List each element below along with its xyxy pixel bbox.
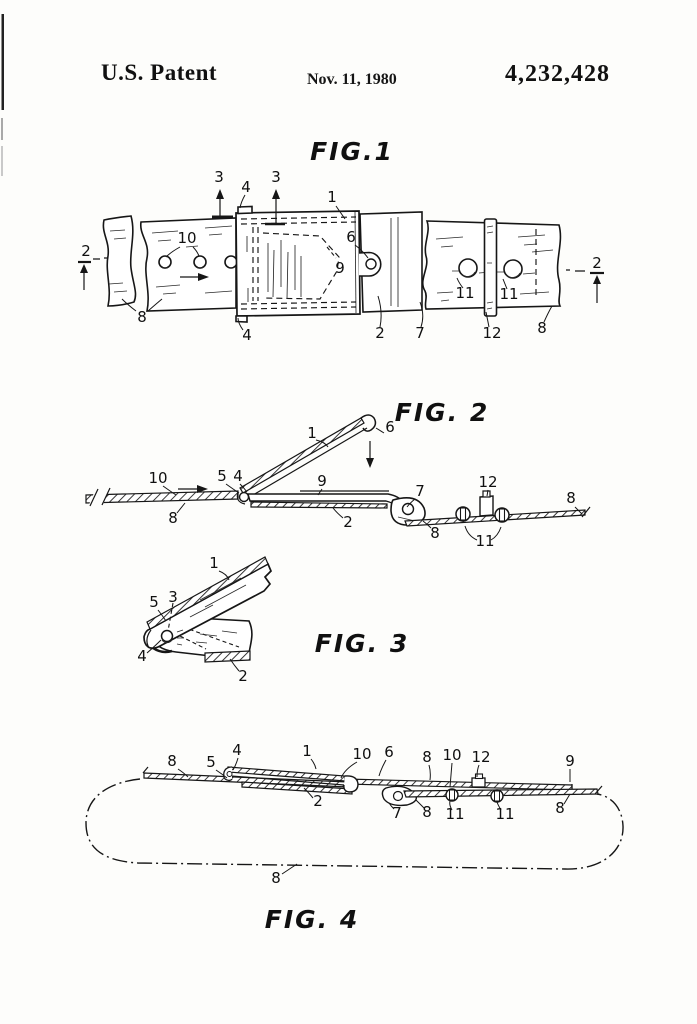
fig2-ref-base-plate: 2 (343, 513, 353, 531)
figure-1: FIG.1 (78, 137, 604, 344)
fig4-ref-belt-under: 8 (422, 803, 432, 821)
fig4-ref-hinge: 4 (232, 741, 242, 759)
fig1-ref-belt-left: 8 (137, 308, 147, 326)
fig1-belt-left (140, 217, 238, 312)
fig4-ref-nose: 5 (206, 753, 216, 771)
fig1-ref-sec2-right: 2 (592, 254, 602, 272)
fig3-ref-base-plate: 2 (238, 667, 248, 685)
fig4-keeper (471, 777, 486, 788)
fig1-leader-lines (121, 194, 553, 331)
fig2-keeper (479, 495, 494, 517)
fig1-ref-belt-right: 8 (537, 319, 547, 337)
fig3-ref-pivot: 3 (168, 588, 178, 606)
fig4-leader-lines (177, 757, 571, 875)
fig4-ref-strap-a: 10 (352, 745, 371, 763)
fig2-belt-left (85, 485, 239, 507)
fig1-ref-tab-top: 4 (241, 178, 251, 196)
fig4-ref-cover: 1 (302, 742, 312, 760)
fig4-ref-latch-tab: 6 (384, 743, 394, 761)
fig1-ref-sec3-right: 3 (271, 168, 281, 186)
fig1-pocket-hidden-outline (262, 232, 340, 300)
fig1-ref-pocket: 9 (335, 259, 345, 277)
fig2-ref-belt-left: 8 (168, 509, 178, 527)
fig1-base-plate (358, 211, 423, 313)
fig2-ref-cover: 1 (307, 424, 317, 442)
fig4-ref-belt-right: 8 (555, 799, 565, 817)
figure-3: FIG. 3 1 5 3 (137, 554, 410, 685)
fig4-ref-stud-2: 11 (495, 805, 514, 823)
fig4-title: FIG. 4 (265, 905, 360, 934)
fig2-ref-studs: 11 (475, 532, 494, 550)
fig1-section-markers (78, 189, 604, 303)
fig4-belt-phantom-loop (85, 778, 624, 870)
fig1-ref-sec2-left: 2 (81, 242, 91, 260)
fig4-ref-keeper: 12 (471, 748, 490, 766)
fig4-ref-base-plate: 2 (313, 792, 323, 810)
patent-header-date: Nov. 11, 1980 (307, 71, 397, 88)
fig4-buckle-closed (142, 766, 603, 807)
patent-number: 4,232,428 (505, 61, 610, 87)
fig1-ref-tab-bottom: 4 (242, 326, 252, 344)
fig2-ref-nose: 5 (217, 467, 227, 485)
fig4-ref-stud-1: 11 (445, 805, 464, 823)
fig3-hinge-pin (160, 629, 174, 643)
fig2-ref-keeper: 12 (478, 473, 497, 491)
fig2-ref-loop-pin: 7 (415, 482, 425, 500)
fig1-ref-latch-tab: 6 (346, 228, 356, 246)
figure-2: FIG. 2 (85, 398, 591, 550)
fig3-ref-hinge-pin: 4 (137, 647, 147, 665)
fig1-ref-base-plate: 2 (375, 324, 385, 342)
fig2-ref-belt-loop: 8 (430, 524, 440, 542)
fig4-latch-hook (343, 775, 359, 793)
fig1-ref-sec3-left: 3 (214, 168, 224, 186)
fig1-belt-left-broken (102, 215, 137, 307)
fig3-cover-detail (143, 556, 273, 654)
fig2-ref-hinge: 4 (233, 467, 243, 485)
fig2-title: FIG. 2 (395, 398, 490, 427)
fig4-ref-belt-loop: 8 (271, 869, 281, 887)
scan-edge-artifact (1, 14, 4, 176)
fig1-ref-cover: 1 (327, 188, 337, 206)
fig1-ref-keeper: 12 (482, 324, 501, 342)
fig4-ref-strap-end: 9 (565, 752, 575, 770)
fig1-keeper-strap (483, 218, 498, 317)
fig2-latch-hook (360, 414, 377, 432)
fig3-ref-cover: 1 (209, 554, 219, 572)
fig4-ref-belt-mid: 8 (422, 748, 432, 766)
fig4-ref-belt-left: 8 (167, 752, 177, 770)
figure-4: FIG. 4 (85, 741, 624, 934)
fig3-ref-nose: 5 (149, 593, 159, 611)
fig2-ref-belt-right: 8 (566, 489, 576, 507)
fig3-title: FIG. 3 (315, 629, 410, 658)
fig2-leader-lines (162, 427, 583, 541)
fig4-ref-strap-b: 10 (442, 746, 461, 764)
fig1-title: FIG.1 (310, 137, 394, 166)
fig1-ref-hole-right-2: 11 (499, 285, 518, 303)
fig2-base-assembly (247, 490, 426, 526)
fig2-ref-latch-tab: 6 (385, 418, 395, 436)
fig1-ref-belt-holes: 10 (177, 229, 196, 247)
fig2-belt-right (404, 490, 591, 527)
fig1-ref-belt-end: 7 (415, 324, 425, 342)
fig2-ref-slide-plate: 9 (317, 472, 327, 490)
fig1-buckle-cover (235, 205, 361, 323)
fig1-ref-hole-right-1: 11 (455, 284, 474, 302)
patent-header-title: U.S. Patent (101, 60, 218, 85)
fig2-ref-strap: 10 (148, 469, 167, 487)
fig4-ref-loop-pin: 7 (392, 804, 402, 822)
fig1-belt-right (421, 218, 562, 317)
fig3-leader-lines (146, 570, 240, 672)
